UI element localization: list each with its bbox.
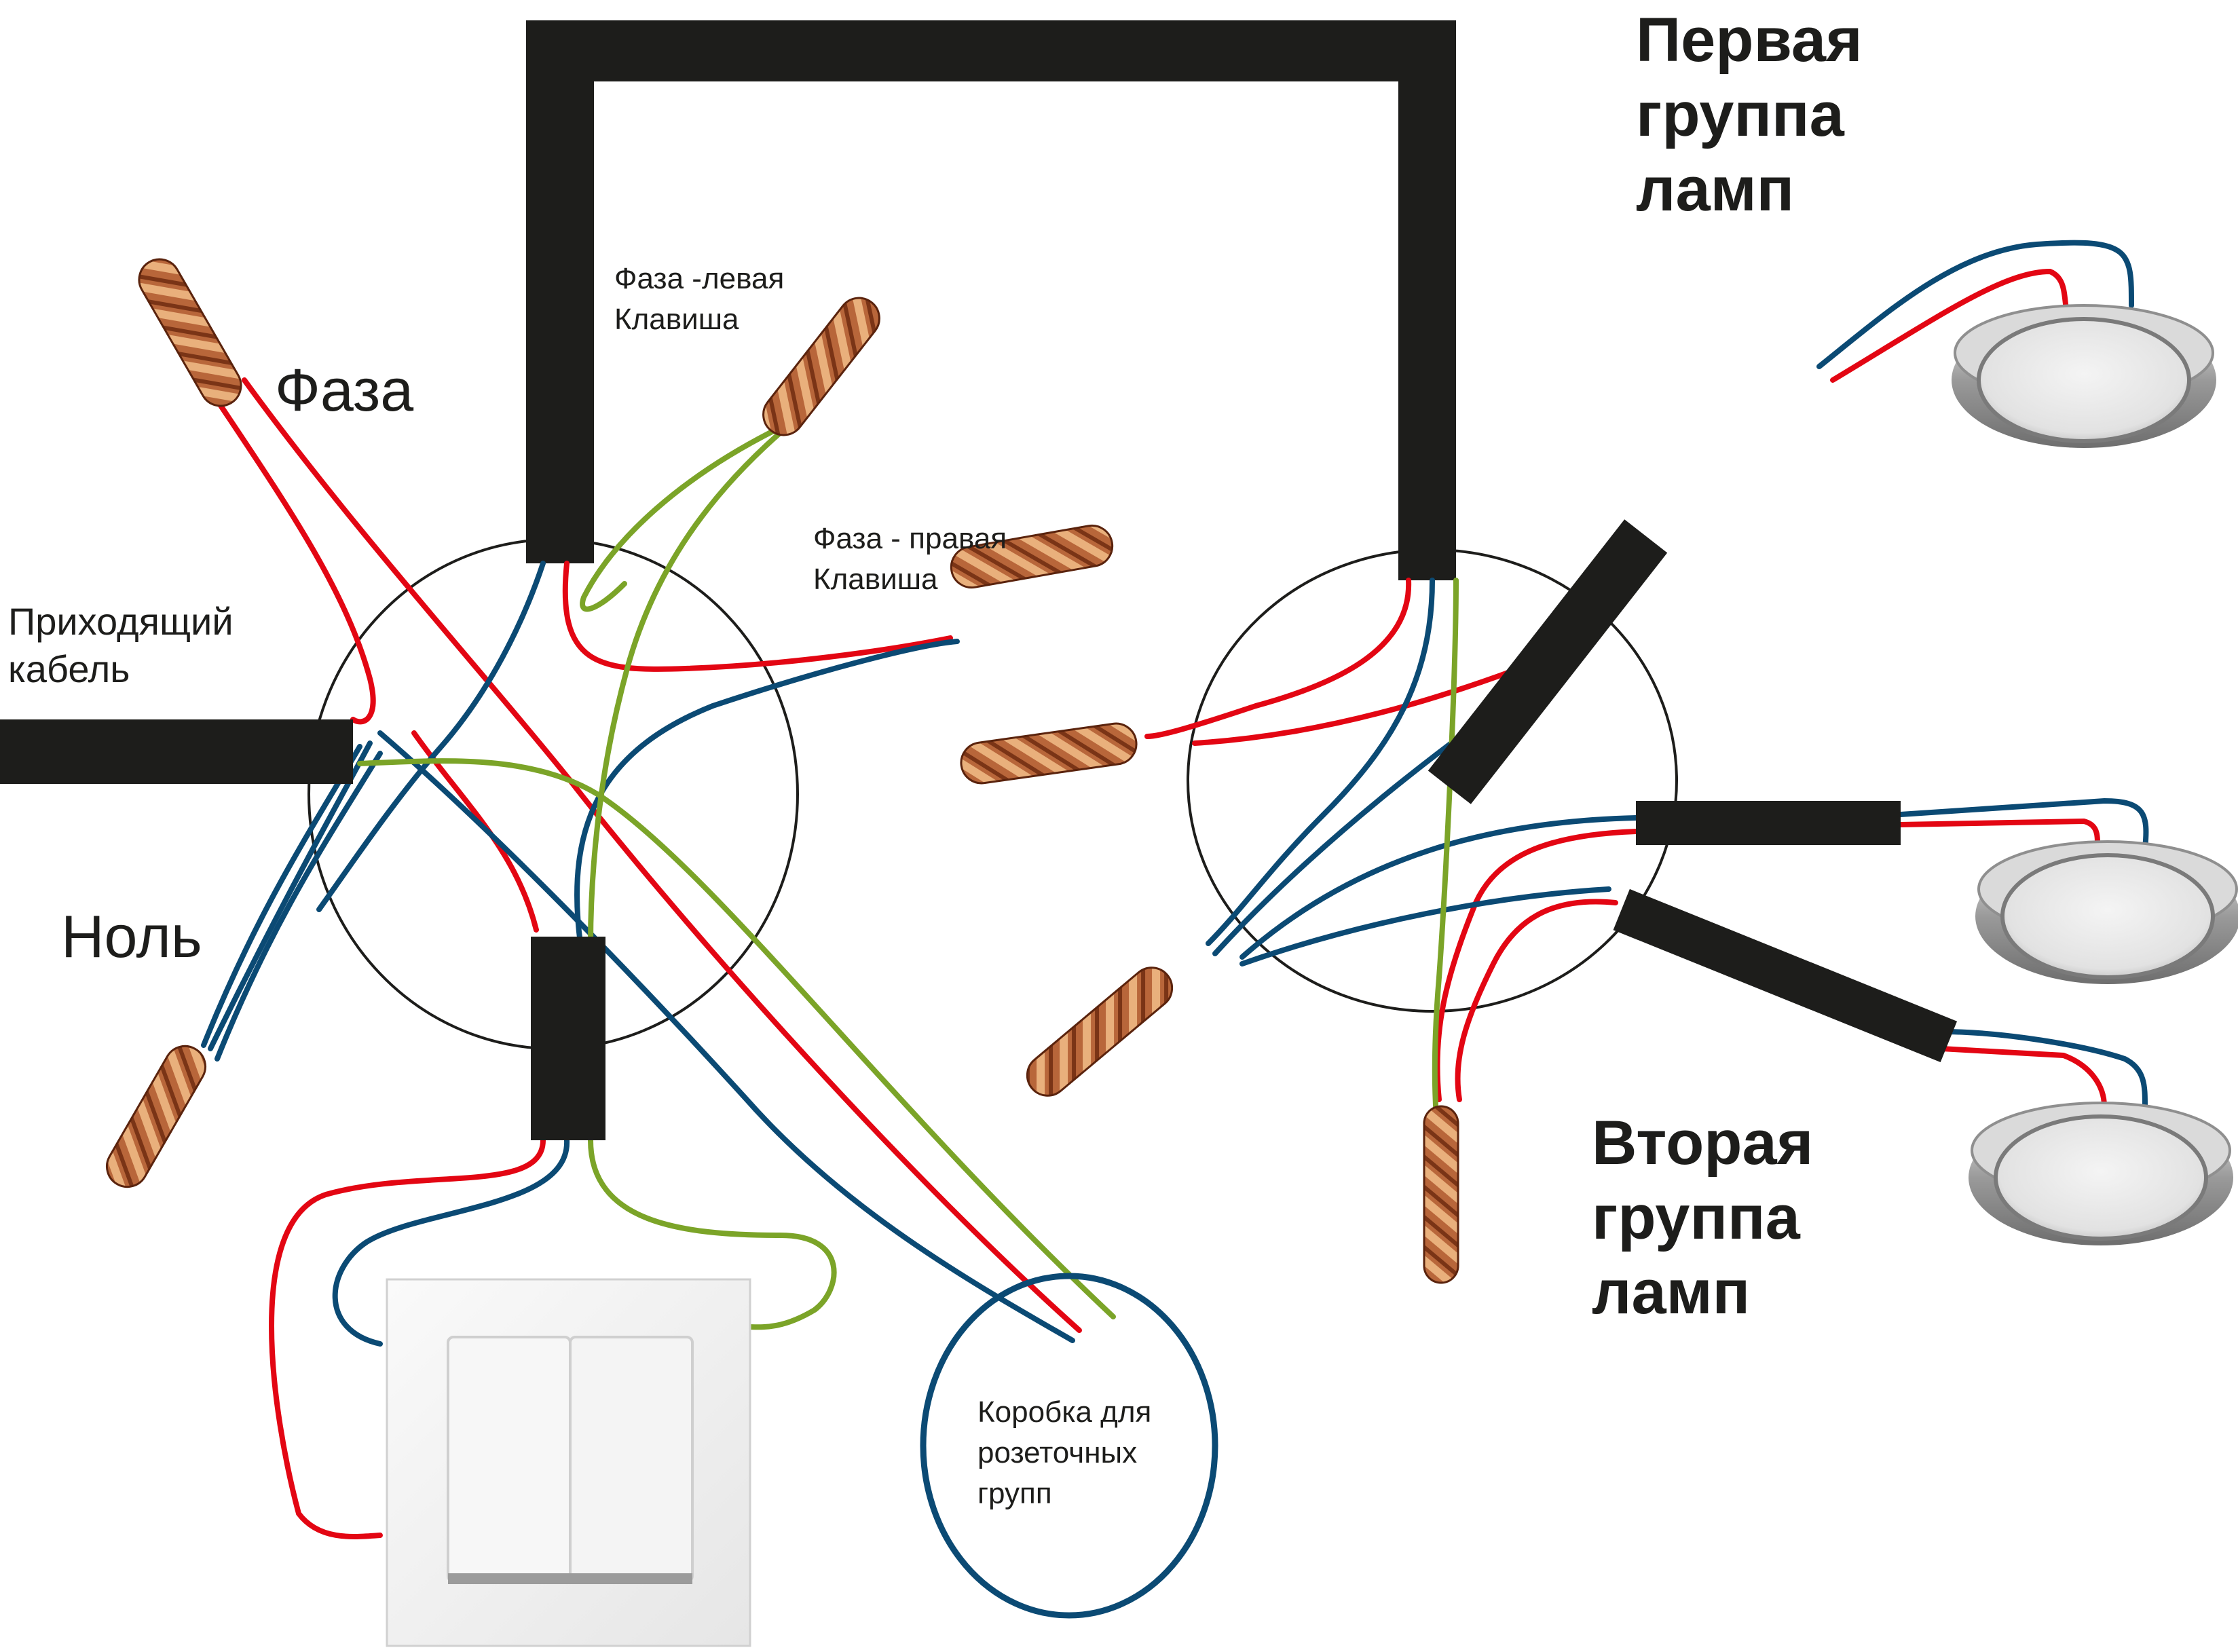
copper-twist-right-phase — [960, 722, 1138, 785]
label-second-lamp-group: Вторая группа ламп — [1592, 1108, 1831, 1327]
label-phase-right-key-line2: Клавиша — [813, 563, 938, 596]
socket-box — [920, 1273, 1218, 1619]
second-group-cable-b — [1613, 888, 1958, 1062]
second-group-cable-a — [1636, 801, 1901, 845]
neutral-wires-left — [201, 561, 1075, 1347]
ground-wires-left — [357, 418, 1116, 1330]
label-first-lamp-group-line1: Первая — [1636, 5, 1863, 75]
label-phase: Фаза — [275, 356, 413, 424]
label-first-lamp-group-line2: группа — [1636, 80, 1845, 149]
label-second-lamp-group-line3: ламп — [1592, 1258, 1750, 1327]
label-phase-left-key-line1: Фаза -левая — [614, 262, 784, 295]
copper-twist-phase-right-key — [950, 524, 1114, 589]
ground-wire-right — [1432, 578, 1459, 1109]
label-socket-box: Коробка для розеточных групп — [977, 1395, 1160, 1510]
label-phase-left-key: Фаза -левая Клавиша — [614, 262, 793, 336]
switch-cable — [531, 937, 605, 1140]
copper-twist-right-ground — [1423, 1105, 1459, 1284]
switch-right-key — [569, 1336, 694, 1583]
incoming-cable — [0, 719, 353, 784]
label-phase-right-key-line1: Фаза - правая — [813, 522, 1007, 555]
first-group-cable — [1428, 519, 1668, 804]
switch-left-key — [447, 1336, 572, 1583]
label-neutral: Ноль — [61, 903, 202, 970]
label-incoming-cable-line2: кабель — [8, 647, 130, 690]
double-switch — [386, 1278, 751, 1647]
overhead-cable — [526, 20, 1456, 580]
copper-twists — [106, 258, 1459, 1284]
label-socket-box-line2: розеточных — [977, 1436, 1137, 1469]
label-phase-right-key: Фаза - правая Клавиша — [813, 522, 1015, 596]
label-first-lamp-group-line3: ламп — [1636, 155, 1794, 224]
label-second-lamp-group-line1: Вторая — [1592, 1108, 1813, 1178]
copper-twist-phase-left-key — [762, 297, 880, 436]
label-incoming-cable: Приходящий кабель — [8, 600, 244, 690]
label-incoming-cable-line1: Приходящий — [8, 600, 234, 643]
label-first-lamp-group: Первая группа ламп — [1636, 5, 1880, 224]
lamp-2 — [1975, 840, 2238, 984]
label-socket-box-line1: Коробка для — [977, 1395, 1151, 1429]
lamp-3 — [1969, 1102, 2233, 1245]
label-phase-left-key-line2: Клавиша — [614, 303, 739, 336]
copper-twist-neutral-left — [106, 1045, 206, 1188]
copper-twist-right-neutral — [1026, 966, 1174, 1097]
label-socket-box-line3: групп — [977, 1477, 1052, 1510]
lamp-1 — [1952, 304, 2216, 448]
label-second-lamp-group-line2: группа — [1592, 1183, 1801, 1252]
copper-twist-phase-in — [138, 258, 242, 407]
